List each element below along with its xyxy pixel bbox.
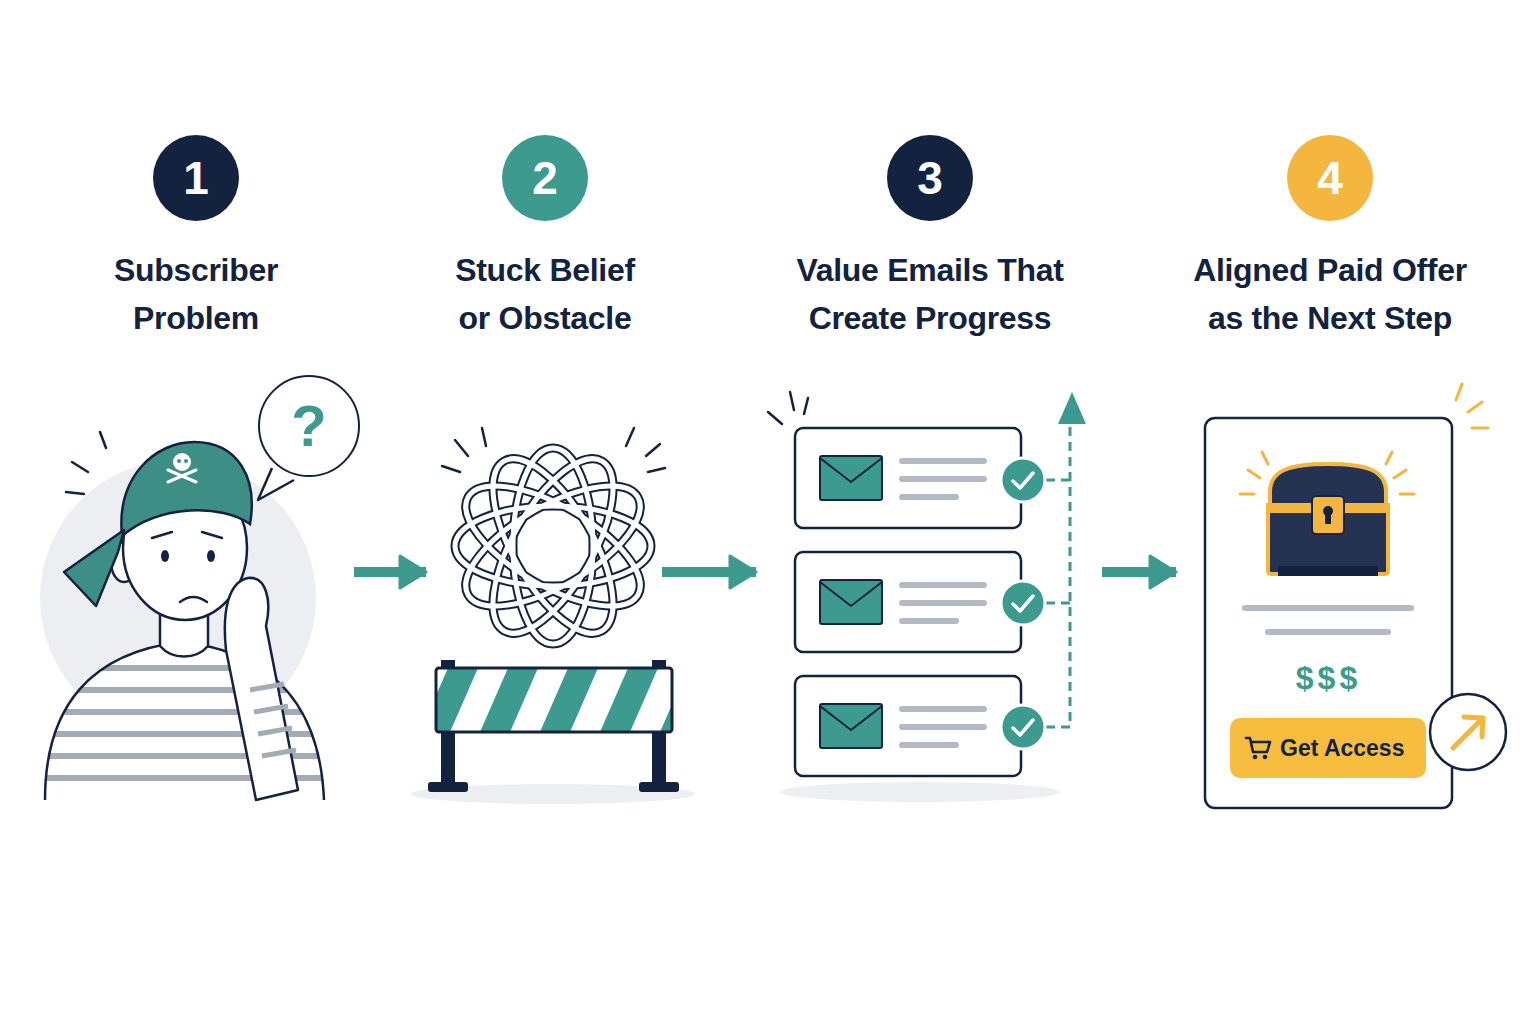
step-column: 2Stuck Belief or Obstacle: [430, 135, 660, 810]
step-column: ? 1Subscriber Problem: [40, 135, 352, 810]
cart-icon: [1244, 735, 1272, 761]
flow-arrow: [354, 567, 426, 577]
flow-arrow: [662, 567, 756, 577]
step-column: 3Value Emails That Create Progress: [760, 135, 1100, 810]
step-heading: Subscriber Problem: [76, 246, 316, 342]
flow-arrow: [1102, 567, 1176, 577]
price-text: $$$: [1205, 656, 1452, 700]
step-heading: Stuck Belief or Obstacle: [438, 246, 653, 342]
offer-card: Get Access $$$: [1205, 418, 1452, 808]
speech-bubble: ?: [258, 375, 360, 477]
emails-illustration: [768, 392, 1086, 802]
knot-barricade-illustration: [411, 428, 718, 804]
step-number: 4: [1287, 135, 1373, 221]
step-number: 2: [502, 135, 588, 221]
offer-card-illustration: [1205, 384, 1506, 808]
button-label: Get Access: [1280, 735, 1404, 762]
step-heading: Aligned Paid Offer as the Next Step: [1180, 246, 1480, 342]
step-column: Get Access $$$ 4Aligned Paid Offer as the …: [1180, 135, 1480, 810]
step-number: 1: [153, 135, 239, 221]
step-heading: Value Emails That Create Progress: [760, 246, 1100, 342]
step-number: 3: [887, 135, 973, 221]
cta-button: Get Access: [1230, 718, 1426, 778]
question-mark: ?: [291, 396, 326, 456]
person-illustration: [40, 432, 330, 800]
